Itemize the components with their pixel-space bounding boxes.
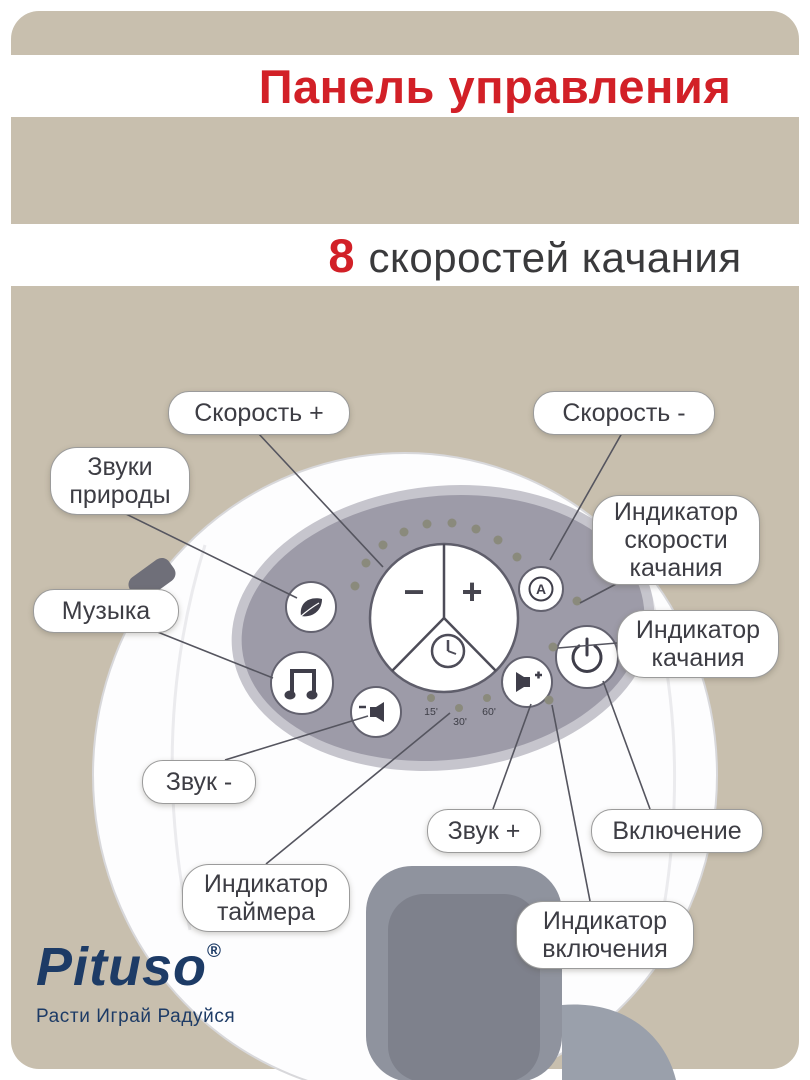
volume-up-button [501, 656, 553, 708]
line-music [154, 630, 274, 679]
line-speed-plus [257, 432, 384, 568]
timer-mark-60: 60' [482, 706, 496, 718]
callout-label-nature-sounds: Звуки природы [50, 447, 190, 515]
swing-indicator-led [548, 642, 558, 652]
speed-dial: − + [368, 542, 520, 694]
title-banner: Панель управления [0, 55, 810, 117]
timer-mark-30: 30' [453, 716, 467, 728]
line-power [602, 680, 651, 810]
registered-mark: ® [207, 941, 222, 962]
brand-logo: Pituso® Расти Играй Радуйся [36, 940, 235, 1028]
callout-label-swing-indicator: Индикатор качания [617, 610, 779, 678]
svg-text:A: A [536, 581, 546, 597]
line-power-indicator [551, 704, 591, 902]
callout-label-volume-minus: Звук - [142, 760, 256, 804]
nature-sounds-button [285, 581, 337, 633]
power-indicator-led [544, 695, 554, 705]
speed-minus-sector: − [403, 571, 424, 612]
callout-label-volume-plus: Звук + [427, 809, 541, 853]
timer-mark-15: 15' [424, 706, 438, 718]
subtitle-number: 8 [328, 228, 355, 282]
line-speed-minus [549, 432, 623, 561]
timer-leds: 15' 30' 60' [424, 694, 496, 728]
callout-label-power: Включение [591, 809, 763, 853]
clock-icon [430, 633, 466, 669]
speed-led-arc [350, 518, 535, 591]
line-swing-indicator [557, 642, 618, 649]
line-volume-plus [492, 703, 532, 810]
callout-label-power-indicator: Индикатор включения [516, 901, 694, 969]
line-volume-minus [224, 715, 369, 761]
callout-label-speed-minus: Скорость - [533, 391, 715, 435]
volume-down-button [350, 686, 402, 738]
line-nature-sounds [123, 512, 298, 599]
letter-a-circle-icon: A [528, 576, 554, 602]
subtitle-text: скоростей качания [368, 233, 742, 281]
callout-label-timer-indicator: Индикатор таймера [182, 864, 350, 932]
page-title: Панель управления [258, 59, 732, 113]
brand-name: Pituso [36, 937, 208, 997]
line-speed-indicator [579, 582, 619, 604]
seat-mount [366, 866, 676, 1080]
speaker-minus-icon [359, 702, 384, 722]
auto-speed-button: A [518, 566, 564, 612]
subtitle-banner: 8 скоростей качания [0, 224, 810, 286]
power-icon [571, 637, 603, 673]
line-timer-indicator [265, 712, 451, 865]
speed-plus-sector: + [461, 571, 482, 612]
callout-label-speed-indicator: Индикатор скорости качания [592, 495, 760, 585]
power-button [555, 625, 619, 689]
callout-label-music: Музыка [33, 589, 179, 633]
speed-indicator-led [572, 596, 582, 606]
music-note-icon [284, 669, 318, 700]
callout-label-speed-plus: Скорость + [168, 391, 350, 435]
callout-lines [123, 432, 651, 902]
speaker-plus-icon [516, 671, 542, 692]
music-button [270, 651, 334, 715]
brand-tagline: Расти Играй Радуйся [36, 1006, 236, 1027]
